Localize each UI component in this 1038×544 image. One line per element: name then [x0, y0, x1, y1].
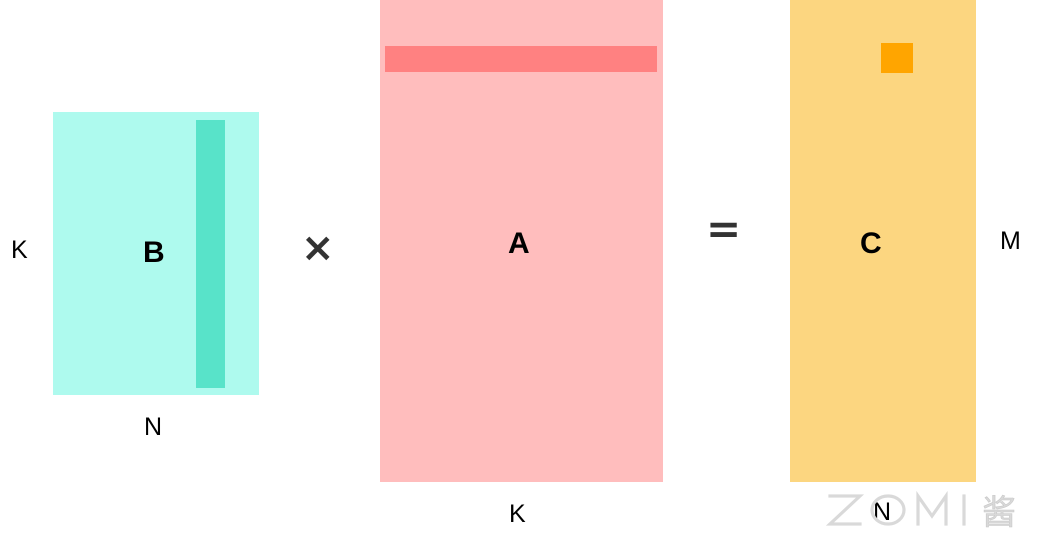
matrix-a-highlighted-row [385, 46, 657, 72]
matrix-a-column-dimension-label: K [509, 500, 526, 528]
watermark-logo: 酱 [825, 486, 1026, 533]
matrix-b-label: B [143, 236, 165, 269]
multiply-operator: × [301, 225, 335, 271]
matrix-b-highlighted-column [196, 120, 225, 388]
watermark-logo-graphic: 酱 [825, 490, 1016, 533]
matrix-a [380, 0, 663, 482]
matrix-c-label: C [860, 227, 882, 260]
equals-operator: = [706, 204, 742, 253]
matrix-b-row-dimension-label: K [11, 236, 28, 264]
matrix-b-column-dimension-label: N [144, 413, 163, 441]
matrix-c [790, 0, 976, 482]
matrix-c-column-dimension-label: N [873, 498, 892, 526]
svg-text:酱: 酱 [982, 493, 1016, 532]
matrix-a-label: A [508, 227, 530, 260]
matrix-c-row-dimension-label: M [1000, 227, 1021, 255]
matrix-c-highlighted-cell [881, 43, 913, 73]
